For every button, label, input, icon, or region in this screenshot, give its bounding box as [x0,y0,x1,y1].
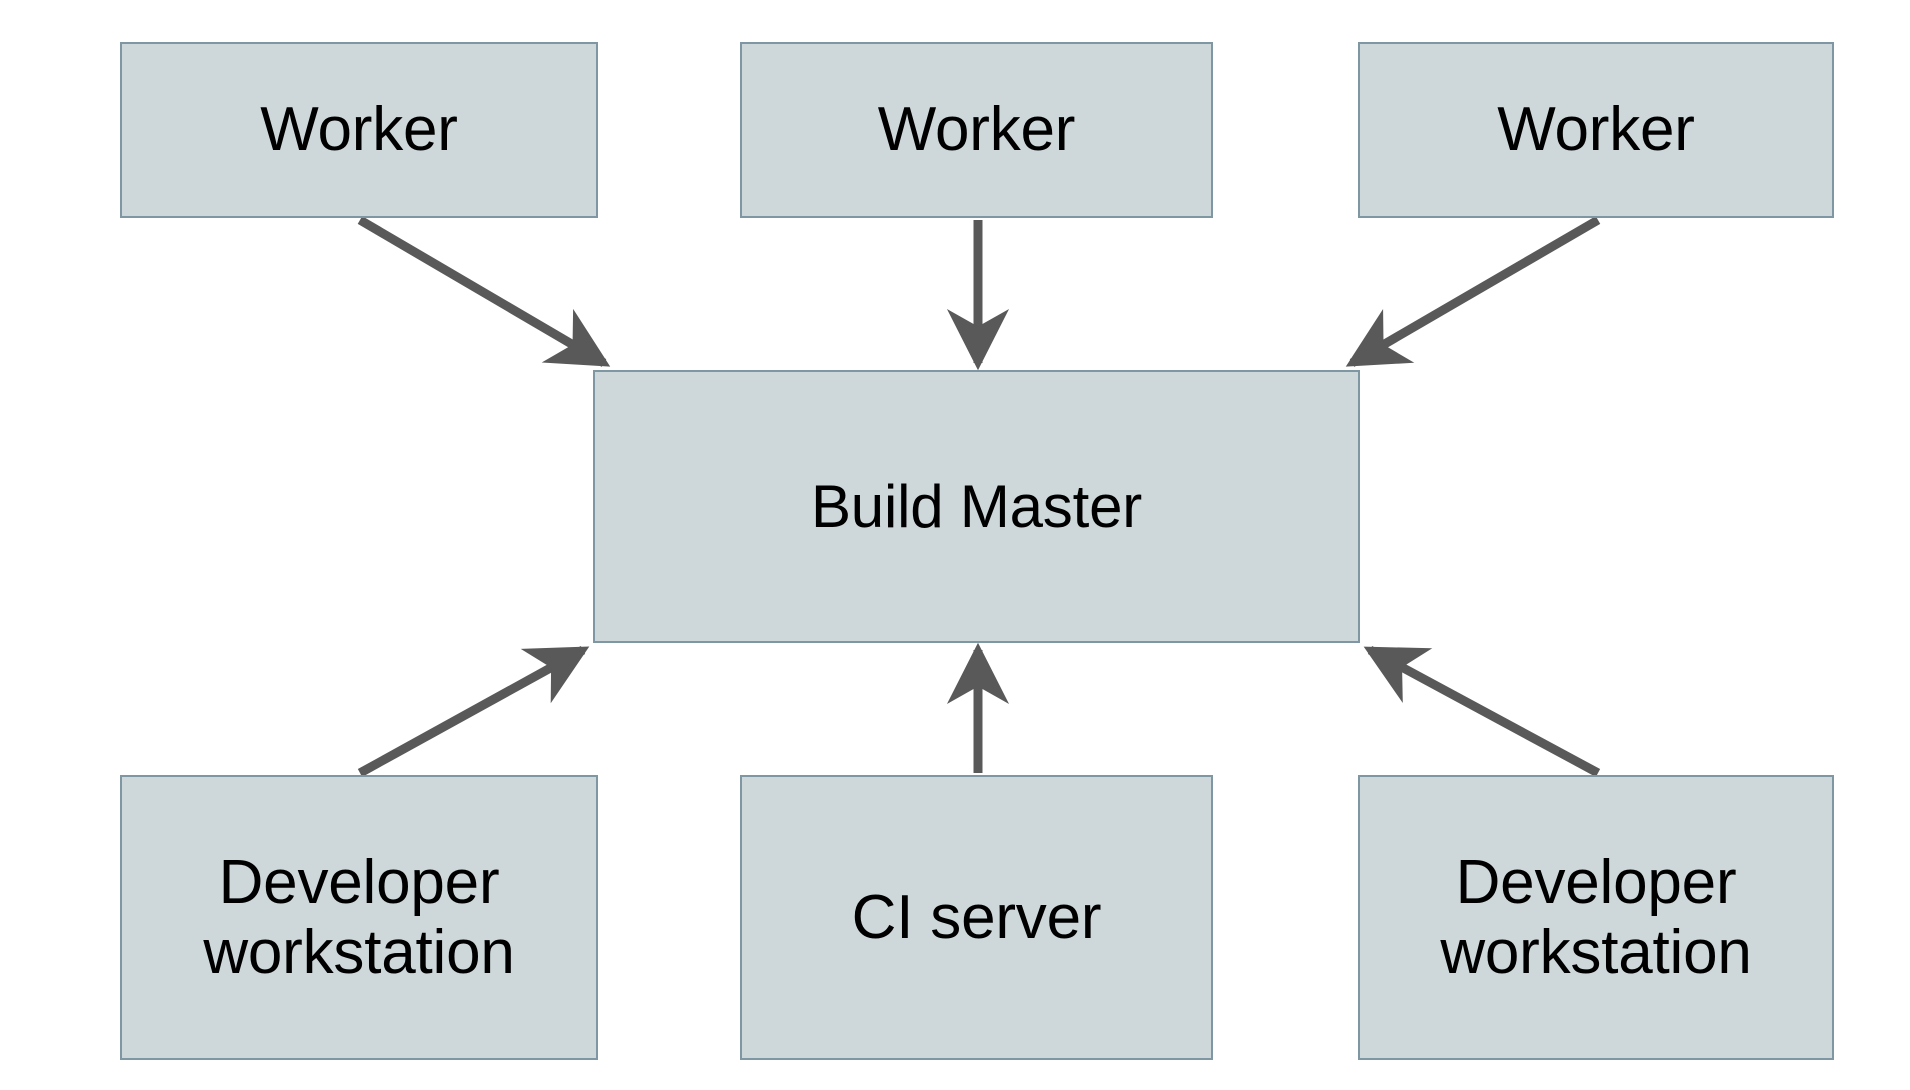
node-worker-center[interactable]: Worker [740,42,1213,218]
node-label-worker-left: Worker [260,95,458,165]
node-label-worker-right: Worker [1497,95,1695,165]
node-worker-left[interactable]: Worker [120,42,598,218]
edge-dev-right-to-master [1363,646,1601,777]
node-dev-right[interactable]: Developer workstation [1358,775,1834,1060]
node-label-worker-center: Worker [877,95,1076,165]
edge-worker-left-to-master [357,216,611,367]
node-worker-right[interactable]: Worker [1358,42,1834,218]
node-label-dev-right: Developer workstation [1440,848,1752,987]
node-label-build-master: Build Master [810,472,1143,540]
edge-worker-right-to-master [1345,216,1601,367]
node-ci-server[interactable]: CI server [740,775,1213,1060]
node-dev-left[interactable]: Developer workstation [120,775,598,1060]
node-build-master[interactable]: Build Master [593,370,1360,643]
node-label-ci-server: CI server [851,882,1102,952]
node-label-dev-left: Developer workstation [203,848,515,987]
edge-dev-left-to-master [357,646,590,777]
